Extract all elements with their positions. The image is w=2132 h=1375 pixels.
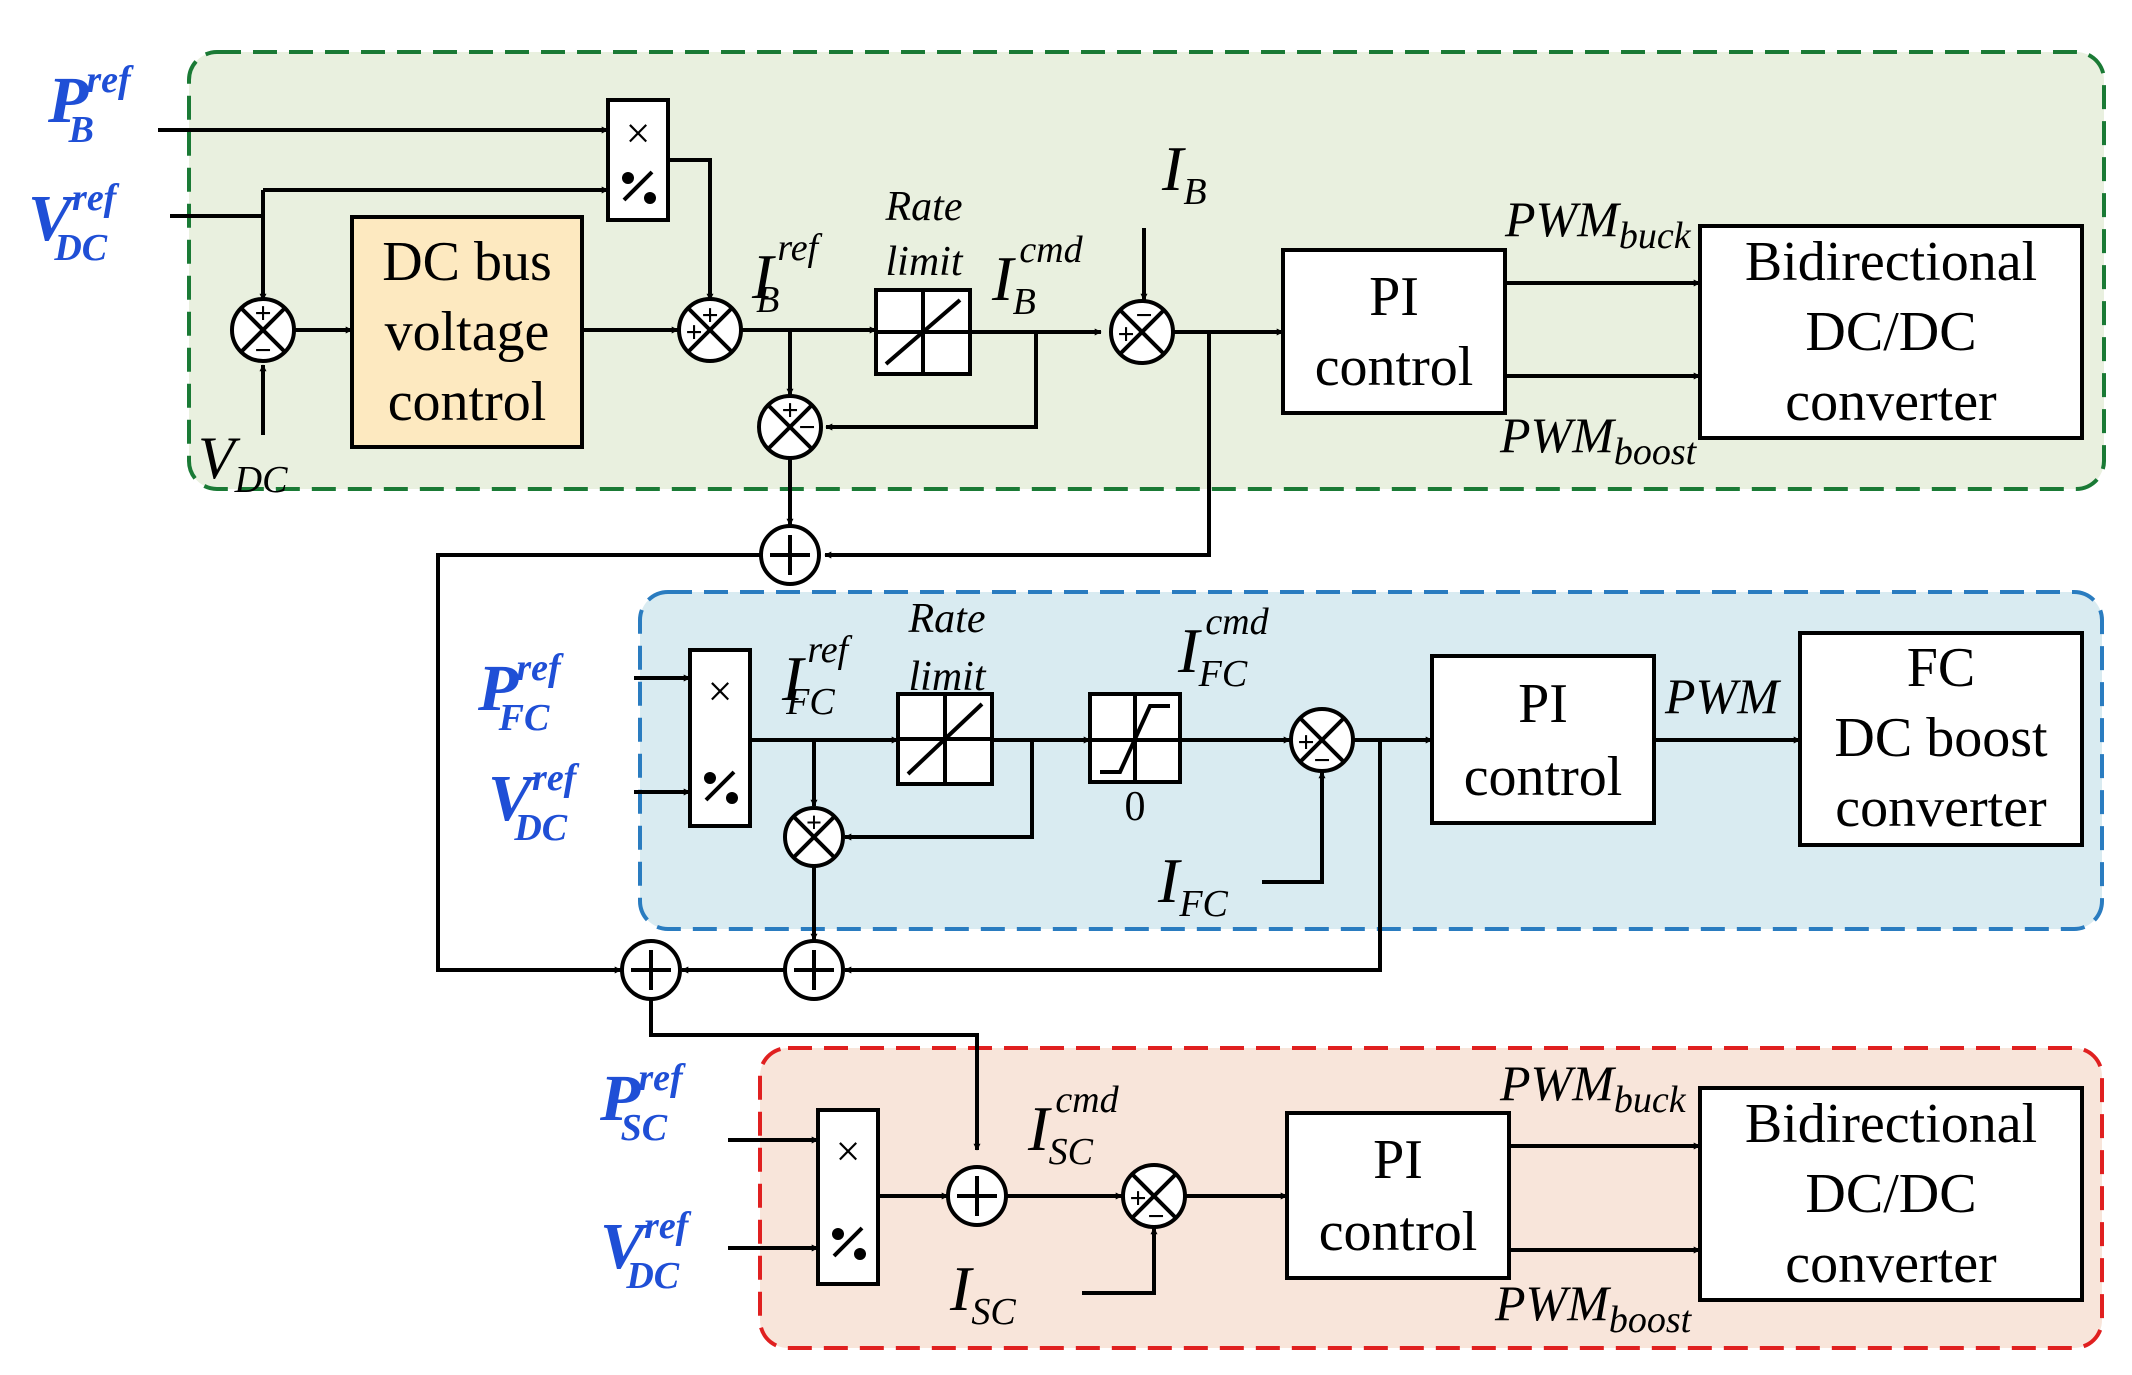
svg-text:PI: PI	[1518, 673, 1568, 735]
sc-mul-div-block	[816, 1108, 880, 1286]
battery-rate-label: Rate	[885, 184, 963, 230]
sc-pwm-boost-label: PWMboost	[1494, 1275, 1693, 1341]
svg-text:control: control	[388, 371, 547, 433]
svg-text:converter: converter	[1785, 371, 1997, 433]
fc-ifc-label: IFC	[1157, 845, 1229, 925]
svg-text:PI: PI	[1369, 266, 1419, 328]
svg-text:+: +	[1129, 1182, 1146, 1215]
sc-pi-control-block	[1285, 1111, 1511, 1280]
fc-saturation-zero: 0	[1125, 784, 1146, 830]
svg-text:−: −	[798, 411, 815, 444]
sc-divide-symbol	[832, 1226, 866, 1260]
fc-rate-label: Rate	[908, 596, 986, 642]
sc-isc-label: ISC	[949, 1253, 1016, 1333]
fuel-cell-region	[638, 590, 2104, 931]
svg-text:−: −	[254, 334, 271, 367]
fc-converter-block	[1798, 631, 2084, 847]
sc-pwm-buck-label: PWMbuck	[1499, 1055, 1687, 1121]
svg-text:PI: PI	[1373, 1129, 1423, 1191]
dc-bus-voltage-control-block	[350, 215, 584, 449]
svg-text:control: control	[1319, 1201, 1478, 1263]
svg-text:+: +	[701, 299, 718, 332]
svg-text:Bidirectional: Bidirectional	[1745, 231, 2037, 293]
battery-converter-block	[1698, 224, 2084, 440]
fc-pwm-label: PWM	[1664, 668, 1781, 724]
svg-text:DC/DC: DC/DC	[1805, 1163, 1976, 1225]
svg-text:+: +	[806, 808, 822, 839]
svg-text:FC: FC	[1907, 637, 1976, 699]
svg-text:converter: converter	[1785, 1233, 1997, 1295]
svg-text:DC/DC: DC/DC	[1805, 301, 1976, 363]
battery-limit-label: limit	[885, 239, 963, 285]
battery-vdc-label: VDC	[198, 425, 288, 501]
fc-pi-control-block	[1430, 654, 1656, 825]
svg-text:+: +	[254, 297, 271, 330]
fc-divide-symbol	[704, 770, 738, 804]
svg-text:−: −	[1135, 299, 1152, 332]
svg-text:+: +	[685, 316, 702, 349]
svg-text:+: +	[1297, 726, 1314, 759]
svg-text:DC boost: DC boost	[1834, 707, 2048, 769]
svg-text:+: +	[781, 394, 798, 427]
battery-multiply-symbol: ×	[626, 109, 651, 158]
battery-pwm-boost-label: PWMboost	[1499, 407, 1698, 473]
svg-text:−: −	[1147, 1200, 1164, 1233]
svg-text:Bidirectional: Bidirectional	[1745, 1093, 2037, 1155]
battery-divide-symbol	[622, 170, 656, 204]
svg-text:converter: converter	[1835, 777, 2047, 839]
svg-text:−: −	[1313, 744, 1330, 777]
svg-text:×: ×	[836, 1127, 861, 1176]
svg-text:control: control	[1315, 336, 1474, 398]
battery-ib-label: IB	[1161, 133, 1207, 213]
battery-pwm-buck-label: PWMbuck	[1504, 191, 1692, 257]
battery-pi-control-block	[1281, 248, 1507, 415]
svg-text:DC bus: DC bus	[382, 231, 552, 293]
svg-text:control: control	[1464, 746, 1623, 808]
svg-text:×: ×	[708, 667, 733, 716]
svg-text:voltage: voltage	[385, 301, 550, 363]
svg-text:+: +	[1117, 318, 1134, 351]
sc-converter-block	[1698, 1086, 2084, 1302]
